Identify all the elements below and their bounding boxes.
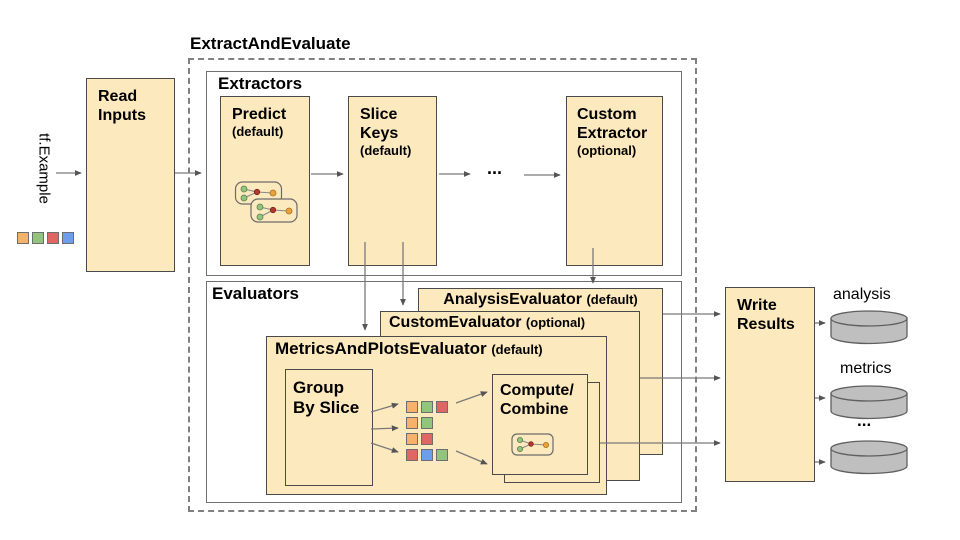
metrics-output-label: metrics <box>840 360 892 377</box>
read-inputs-title: Read Inputs <box>98 88 146 125</box>
orange-chip <box>406 433 418 445</box>
analysis-datastore-icon <box>829 309 909 346</box>
slice-keys-qualifier: (default) <box>360 143 412 159</box>
green-chip <box>421 417 433 429</box>
green-chip <box>436 449 448 461</box>
predict-extractor-box: Predict (default) <box>220 96 310 266</box>
combine-graph-icon <box>511 433 555 457</box>
green-chip <box>421 401 433 413</box>
model-graph-icon <box>234 179 298 225</box>
analysis-evaluator-title: AnalysisEvaluator <box>443 291 582 308</box>
custom-extractor-title: Custom Extractor <box>577 106 648 143</box>
extractors-frame <box>206 71 682 276</box>
write-results-box: Write Results <box>725 287 815 482</box>
evaluators-label: Evaluators <box>212 284 299 303</box>
compute-combine-box: Compute/ Combine <box>492 374 588 475</box>
slice-groups <box>406 401 448 461</box>
custom-extractor-qualifier: (optional) <box>577 143 637 159</box>
extract-and-evaluate-container <box>188 58 697 512</box>
orange-chip <box>406 417 418 429</box>
compute-combine-title-line1: Compute/ <box>500 382 574 399</box>
more-outputs-ellipsis: ... <box>857 411 872 430</box>
evaluators-frame <box>206 281 682 503</box>
red-chip <box>47 232 59 244</box>
slice-group-row <box>406 433 448 445</box>
slice-group-row <box>406 449 448 461</box>
blue-chip <box>62 232 74 244</box>
predict-qualifier: (default) <box>232 124 284 140</box>
slice-keys-extractor-box: Slice Keys (default) <box>348 96 437 266</box>
metrics-and-plots-evaluator-qualifier: (default) <box>491 342 543 357</box>
orange-chip <box>406 401 418 413</box>
extractors-ellipsis: ... <box>487 158 503 178</box>
orange-chip <box>17 232 29 244</box>
group-by-slice-box: Group By Slice <box>285 369 373 486</box>
red-chip <box>421 433 433 445</box>
green-chip <box>32 232 44 244</box>
analysis-evaluator-qualifier: (default) <box>586 292 638 307</box>
input-label: tf.Example <box>35 133 53 204</box>
custom-evaluator-title: CustomEvaluator <box>389 314 522 331</box>
extractors-label: Extractors <box>218 74 303 93</box>
slice-group-row <box>406 401 448 413</box>
slice-keys-title: Slice Keys <box>360 106 399 143</box>
compute-combine-title-line2: Combine <box>500 401 569 419</box>
diagram-title: ExtractAndEvaluate <box>190 34 351 53</box>
metrics-and-plots-evaluator-title: MetricsAndPlotsEvaluator <box>275 339 487 358</box>
custom-evaluator-qualifier: (optional) <box>525 315 586 330</box>
red-chip <box>436 401 448 413</box>
other-datastore-icon <box>829 439 909 476</box>
write-results-title: Write Results <box>737 297 795 334</box>
read-inputs-box: Read Inputs <box>86 78 175 272</box>
group-by-slice-title: Group By Slice <box>293 378 360 418</box>
red-chip <box>406 449 418 461</box>
custom-extractor-box: Custom Extractor (optional) <box>566 96 663 266</box>
slice-group-row <box>406 417 448 429</box>
metrics-datastore-icon <box>829 384 909 421</box>
analysis-output-label: analysis <box>833 286 891 303</box>
predict-title: Predict <box>232 106 287 123</box>
blue-chip <box>421 449 433 461</box>
input-chips <box>17 232 74 244</box>
